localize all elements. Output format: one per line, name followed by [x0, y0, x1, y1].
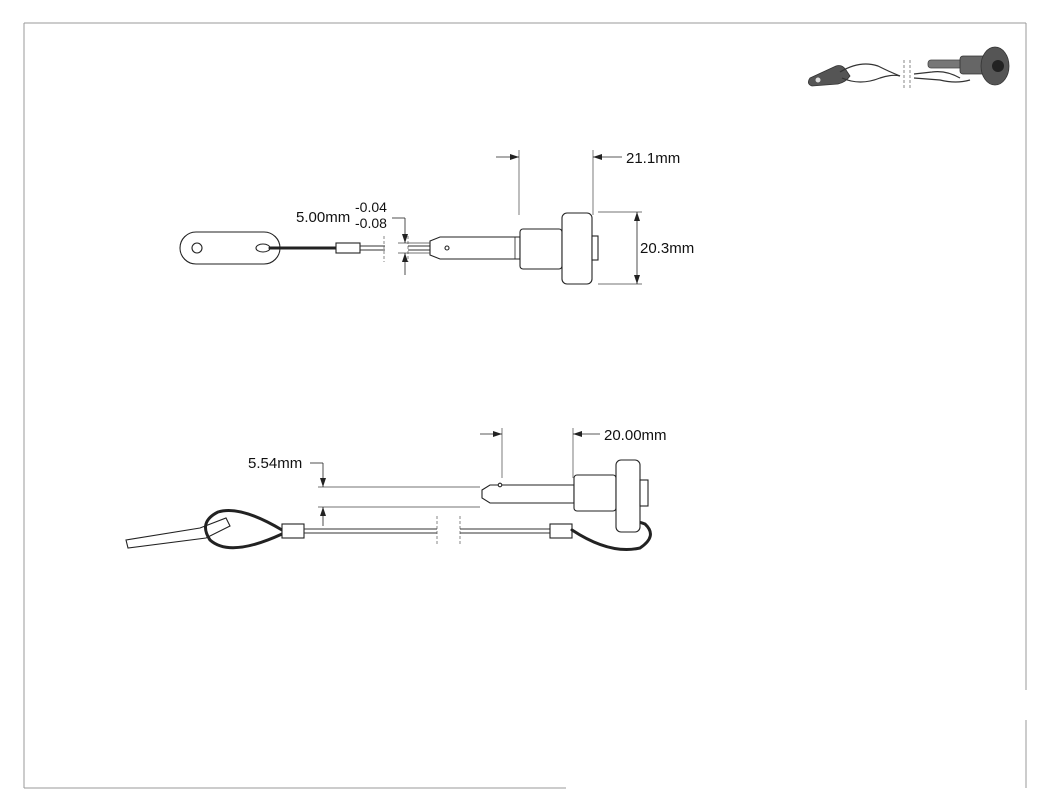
pin-assembly-iso-icon — [808, 46, 1010, 90]
pin-body — [519, 228, 563, 270]
dim-side-offset: 5.54mm — [248, 455, 302, 472]
dim-side-length: 20.00mm — [604, 427, 667, 444]
cable-ferrule — [335, 242, 361, 254]
side-left-loop — [204, 508, 284, 550]
side-lanyard-tab — [125, 517, 231, 549]
top-view-drawing: 21.1mm 20.3mm 5.00mm -0.04 -0.08 — [179, 150, 694, 285]
side-view-drawing: 20.00mm 5.54mm — [125, 427, 667, 552]
dim-top-length: 21.1mm — [626, 150, 680, 167]
dim-pin-diameter: 5.00mm — [296, 209, 350, 226]
dim-pin-tol-upper: -0.04 — [355, 199, 387, 215]
sheet-frame — [23, 22, 1027, 789]
pin-head — [561, 212, 593, 285]
dim-pin-tol-lower: -0.08 — [355, 215, 387, 231]
dim-top-height: 20.3mm — [640, 240, 694, 257]
pin-shaft — [429, 236, 521, 260]
side-pin-shaft — [481, 484, 575, 504]
